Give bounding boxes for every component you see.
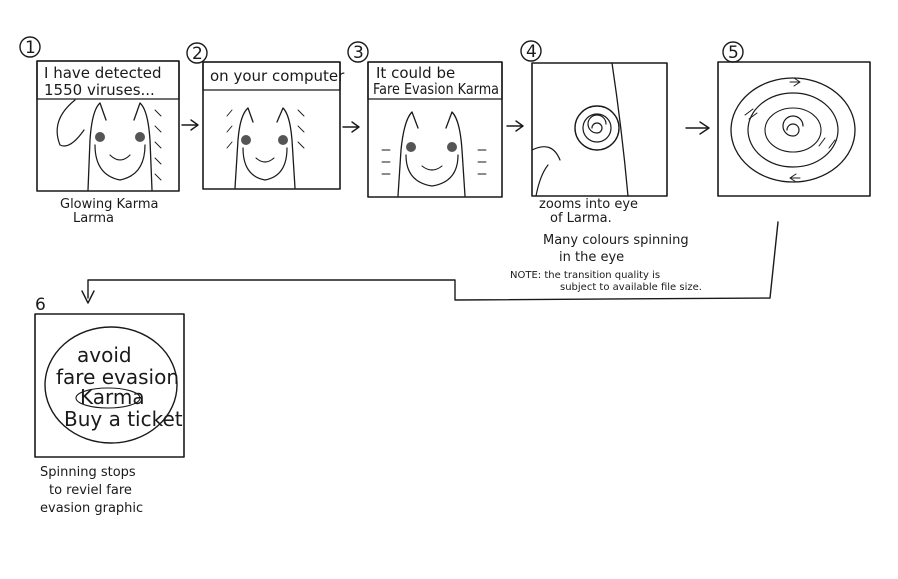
- panel-number: 5: [728, 43, 739, 63]
- llama-eye-right: [447, 142, 457, 152]
- panel-number: 6: [35, 295, 46, 315]
- panel-frame: [531, 62, 668, 197]
- caption-line-1: zooms into eye: [539, 197, 638, 212]
- llama-eye-right: [278, 135, 288, 145]
- panel-4: 4 zooms into eye of Larma. Many colours …: [520, 40, 689, 265]
- speech-line-1: It could be: [376, 64, 455, 82]
- llama-eye-left: [241, 135, 251, 145]
- connector-arrowhead: [81, 290, 95, 304]
- llama-drawing: [226, 107, 305, 189]
- caption-line-2: Larma: [73, 211, 114, 226]
- llama-eye-right: [135, 132, 145, 142]
- zoomed-eye-drawing: [531, 62, 629, 197]
- arrow-1-2: [181, 119, 199, 131]
- eye-spiral: [587, 114, 607, 134]
- caption-line-2: to reviel fare: [49, 483, 132, 498]
- speech-box: [367, 61, 503, 100]
- panel-number-circle: [19, 36, 41, 58]
- panel-number-circle: [520, 40, 542, 62]
- arrow-4-5: [685, 121, 710, 135]
- speech-line-1: I have detected: [44, 64, 162, 82]
- caption-line-3: evasion graphic: [40, 501, 143, 516]
- caption-line-1: Spinning stops: [40, 465, 136, 480]
- llama-eye-left: [95, 132, 105, 142]
- fare-evasion-graphic: [44, 326, 178, 444]
- panel-number: 1: [25, 38, 36, 58]
- llama-drawing: [381, 111, 487, 197]
- arrow-3-4: [506, 120, 524, 132]
- eye-outer: [574, 105, 620, 151]
- llama-eye-left: [406, 142, 416, 152]
- speech-line-2: 1550 viruses...: [44, 81, 155, 99]
- spinning-vortex-drawing: [730, 77, 856, 183]
- panel-3: 3 It could be Fare Evasion Karma: [347, 41, 503, 198]
- panel-1: 1 I have detected 1550 viruses... Glowin…: [19, 36, 180, 226]
- speech-line-1: on your computer: [210, 67, 345, 85]
- caption-line-1: Glowing Karma: [60, 197, 159, 212]
- panel-6: 6 avoid fare evasion Karma Buy a ticket …: [34, 295, 185, 516]
- speech-tail: [56, 99, 85, 147]
- panel-5: 5: [717, 41, 871, 197]
- panel-number-circle: [347, 41, 369, 63]
- panel-number-circle: [186, 42, 208, 64]
- caption-line-3: Many colours spinning: [543, 233, 689, 248]
- llama-drawing: [87, 102, 162, 191]
- speech-line-2: Fare Evasion Karma: [373, 80, 499, 98]
- sign-line-1: avoid: [77, 343, 132, 367]
- speech-box: [36, 60, 180, 100]
- panel-number: 4: [526, 42, 537, 62]
- panel-frame: [717, 61, 871, 197]
- sign-line-3: Karma: [80, 385, 145, 409]
- panel-number: 2: [192, 44, 203, 64]
- panel-number: 3: [353, 43, 364, 63]
- sign-line-2: fare evasion: [56, 365, 179, 389]
- note-line-2: subject to available file size.: [560, 282, 702, 293]
- speech-box: [202, 61, 341, 91]
- arrow-2-3: [342, 121, 360, 133]
- sign-line-4: Buy a ticket: [64, 407, 183, 431]
- caption-line-4: in the eye: [559, 250, 624, 265]
- panel-frame: [34, 313, 185, 458]
- panel-2: 2 on your computer: [186, 42, 345, 190]
- caption-line-2: of Larma.: [550, 211, 612, 226]
- connector-5-6: [87, 221, 779, 301]
- note-line-1: NOTE: the transition quality is: [510, 270, 660, 281]
